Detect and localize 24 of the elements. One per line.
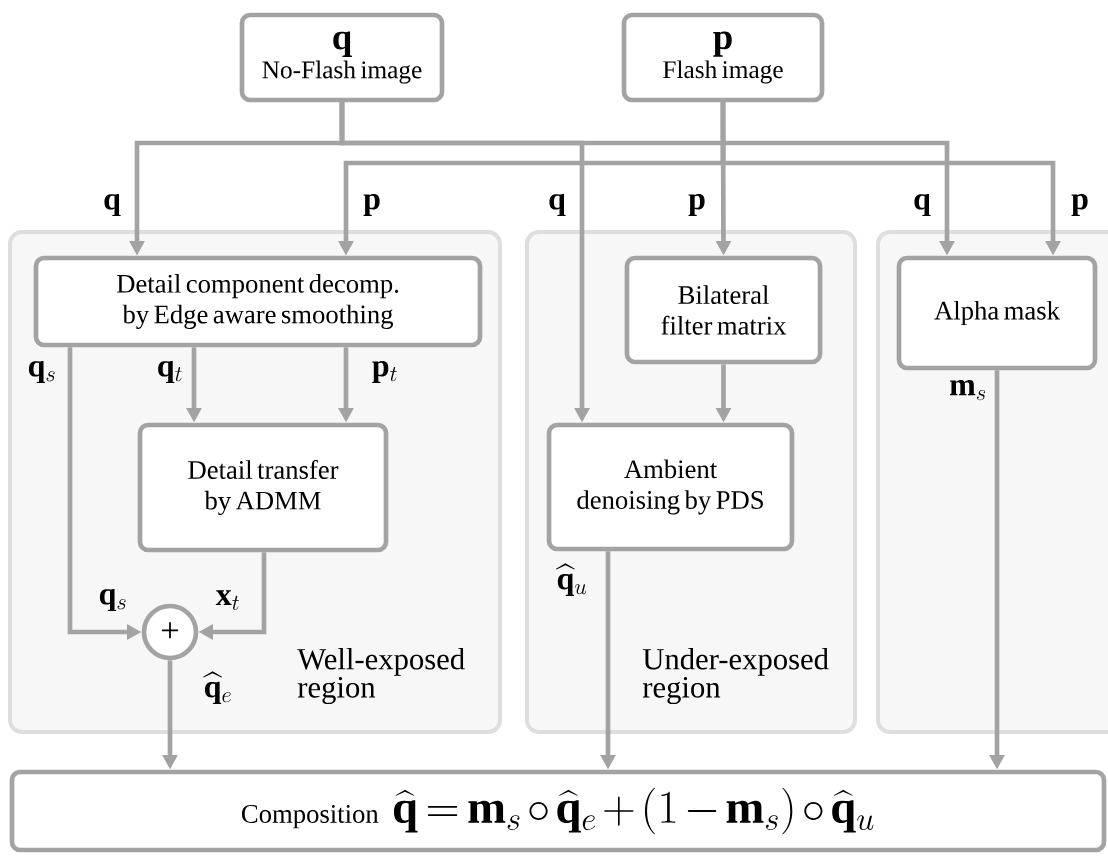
signal-label: $\mathbf{q}_s$ (99, 588, 126, 612)
edge-label: $\mathbf{q}$ (549, 193, 566, 217)
edge-label: $\mathbf{p}$ (1071, 194, 1088, 216)
edge-label: $\mathbf{p}$ (363, 194, 380, 216)
process-box: Detail transfer by ADMM (137, 422, 389, 553)
edge-label: $\mathbf{q}$ (104, 193, 121, 217)
process-box: Alpha mask (896, 255, 1098, 371)
process-box: $\mathbf{q}$ No-Flash image (239, 12, 445, 103)
composition-box: Composition $\widehat{\mathbf{q}} = \mathbf{m}_s \circ \widehat{\mathbf{q}}_e + (1 - \mathbf{m}_s) \circ \widehat{\mathbf{q}}_u$ (9, 769, 1107, 853)
process-box: $\mathbf{p}$ Flash image (621, 12, 825, 103)
edge-label: $\mathbf{q}_s$ (28, 360, 55, 384)
region-label: Under-exposed region (642, 647, 829, 705)
edge-label: $\mathbf{p}$ (688, 194, 705, 216)
edge-label: $\mathbf{q}_t$ (158, 360, 182, 384)
process-box: Detail component decomp. by Edge aware smoothing (33, 255, 483, 348)
edge-label: $\widehat{\mathbf{q}}_u$ (556, 563, 587, 596)
edge-label: $\mathbf{m}_s$ (950, 380, 986, 401)
region-label: Well-exposed region (297, 647, 465, 705)
edge-label: $\mathbf{p}_t$ (372, 361, 397, 383)
edge-label: $\mathbf{x}_t$ (215, 590, 239, 610)
edge-label: $\mathbf{q}$ (914, 193, 931, 217)
process-box: Bilateral filter matrix (624, 255, 823, 365)
edge-label: $\widehat{\mathbf{q}}_e$ (203, 671, 231, 704)
process-box: Ambient denoising by PDS (546, 422, 795, 552)
